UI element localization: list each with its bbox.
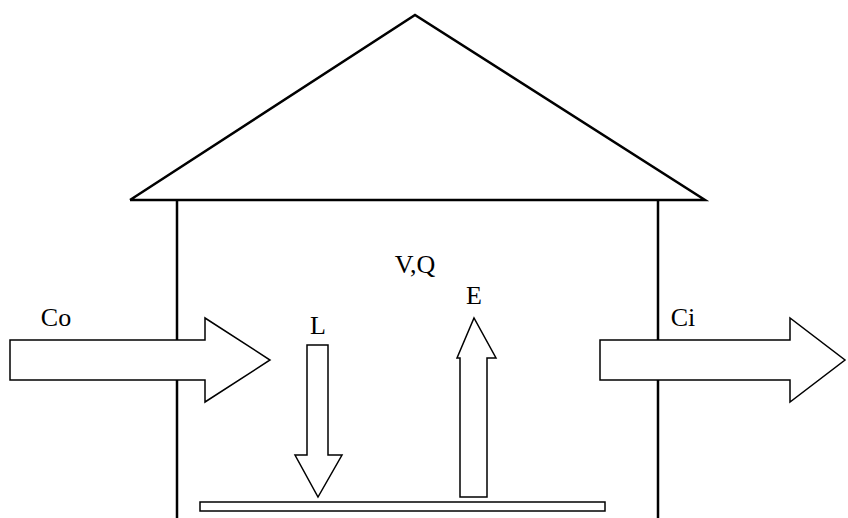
quantity-label: Ci [671, 305, 696, 331]
floor-slab [200, 502, 605, 511]
quantity-label: E [466, 283, 482, 309]
quantity-label: V,Q [395, 252, 436, 278]
quantity-label: L [310, 313, 326, 339]
loss-arrow [295, 345, 342, 497]
quantity-label: Co [41, 305, 71, 331]
emission-arrow [457, 318, 496, 497]
roof-outline [130, 15, 705, 200]
outflow-arrow [600, 318, 845, 402]
